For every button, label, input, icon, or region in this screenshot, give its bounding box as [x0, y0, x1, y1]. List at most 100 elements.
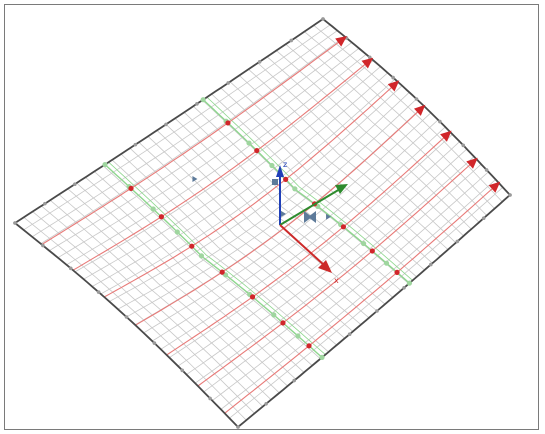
red-triangle-arrow-icon[interactable]	[466, 157, 478, 169]
red-triangle-arrow-icon[interactable]	[387, 80, 400, 92]
surface-scene[interactable]: zx	[5, 5, 540, 431]
red-intersection-point[interactable]	[128, 185, 134, 191]
boundary-point[interactable]	[41, 243, 45, 248]
red-curve[interactable]	[41, 36, 346, 245]
green-control-point[interactable]	[295, 333, 301, 339]
boundary-point[interactable]	[292, 378, 296, 383]
boundary-point[interactable]	[481, 216, 486, 220]
boundary-point[interactable]	[152, 341, 157, 345]
mesh-line	[31, 30, 338, 238]
red-intersection-point[interactable]	[219, 269, 225, 275]
boundary-point[interactable]	[429, 262, 433, 267]
boundary-point[interactable]	[124, 315, 129, 319]
boundary-point[interactable]	[133, 142, 138, 147]
green-guide-curve	[206, 96, 413, 281]
axis-z-arrow-icon[interactable]	[276, 165, 284, 177]
red-intersection-point[interactable]	[280, 320, 286, 326]
boundary-point[interactable]	[164, 122, 168, 127]
mesh-line	[49, 42, 353, 252]
boundary-edge-bottom[interactable]	[237, 194, 511, 428]
boundary-point[interactable]	[289, 38, 294, 43]
boundary-point[interactable]	[438, 119, 442, 124]
boundary-point[interactable]	[402, 286, 406, 290]
boundary-point[interactable]	[391, 75, 395, 80]
red-intersection-point[interactable]	[283, 176, 289, 182]
red-triangle-arrow-icon[interactable]	[361, 57, 374, 69]
red-triangle-arrow-icon[interactable]	[335, 36, 347, 47]
red-intersection-point[interactable]	[189, 243, 195, 249]
red-curve[interactable]	[224, 182, 500, 414]
boundary-edge-right[interactable]	[322, 18, 511, 196]
boundary-point[interactable]	[43, 201, 47, 206]
mesh-line	[57, 47, 360, 259]
red-curve[interactable]	[135, 105, 425, 326]
boundary-point[interactable]	[180, 368, 185, 373]
gizmo-handle-icon[interactable]	[272, 179, 278, 185]
axis-x-line[interactable]	[279, 224, 325, 266]
boundary-point[interactable]	[195, 102, 199, 106]
red-intersection-point[interactable]	[306, 343, 312, 349]
boundary-edge-top[interactable]	[14, 18, 324, 224]
red-intersection-point[interactable]	[249, 294, 256, 300]
boundary-point[interactable]	[508, 193, 512, 197]
boundary-point[interactable]	[367, 55, 372, 60]
boundary-point[interactable]	[321, 17, 325, 21]
red-intersection-point[interactable]	[394, 269, 400, 275]
boundary-point[interactable]	[257, 59, 262, 64]
boundary-point[interactable]	[236, 425, 240, 429]
mesh-line	[109, 85, 403, 302]
green-control-point[interactable]	[360, 240, 367, 247]
green-control-point[interactable]	[383, 260, 390, 266]
green-guide-curve[interactable]	[202, 99, 410, 284]
red-curve[interactable]	[72, 58, 372, 271]
boundary-point[interactable]	[73, 182, 77, 186]
green-control-point[interactable]	[292, 186, 298, 192]
boundary-point[interactable]	[13, 221, 17, 225]
green-control-point[interactable]	[102, 161, 108, 168]
mesh-line	[229, 81, 433, 264]
boundary-point[interactable]	[461, 143, 466, 148]
green-control-point[interactable]	[200, 97, 206, 103]
red-curve[interactable]	[103, 81, 399, 298]
green-control-point[interactable]	[319, 354, 325, 360]
boundary-point[interactable]	[68, 266, 73, 271]
boundary-point[interactable]	[226, 81, 230, 85]
green-control-point[interactable]	[174, 229, 180, 235]
mesh-line	[23, 24, 331, 231]
boundary-point[interactable]	[208, 396, 212, 401]
boundary-point[interactable]	[375, 309, 379, 313]
small-direction-icon	[281, 210, 286, 217]
axis-x-arrow-icon[interactable]	[318, 260, 332, 273]
red-curve[interactable]	[166, 131, 451, 356]
green-control-point[interactable]	[269, 162, 275, 169]
green-control-point[interactable]	[150, 206, 156, 212]
axis-y-line[interactable]	[279, 188, 341, 226]
green-control-point[interactable]	[406, 280, 413, 286]
boundary-point[interactable]	[455, 239, 460, 244]
green-control-point[interactable]	[271, 312, 277, 318]
red-curve[interactable]	[197, 158, 477, 387]
boundary-point[interactable]	[414, 97, 419, 101]
green-control-point[interactable]	[246, 140, 252, 146]
boundary-point[interactable]	[347, 332, 352, 337]
boundary-point[interactable]	[484, 168, 489, 172]
boundary-point[interactable]	[264, 402, 268, 406]
mesh-line	[203, 163, 482, 393]
axis-y-arrow-icon[interactable]	[335, 184, 348, 194]
green-guide-curve[interactable]	[104, 164, 323, 358]
red-intersection-point[interactable]	[340, 224, 347, 230]
red-intersection-point[interactable]	[369, 248, 375, 254]
gizmo-handle-icon[interactable]	[308, 211, 316, 223]
red-intersection-point[interactable]	[158, 214, 165, 220]
red-intersection-point[interactable]	[225, 120, 231, 126]
red-triangle-arrow-icon[interactable]	[488, 181, 501, 193]
mesh-line	[220, 179, 496, 410]
boundary-point[interactable]	[96, 290, 101, 294]
mesh-line	[169, 134, 453, 358]
red-intersection-point[interactable]	[254, 147, 260, 154]
green-control-point[interactable]	[198, 253, 205, 259]
red-triangle-arrow-icon[interactable]	[440, 130, 452, 142]
small-direction-icon	[192, 175, 198, 182]
red-triangle-arrow-icon[interactable]	[414, 104, 426, 116]
